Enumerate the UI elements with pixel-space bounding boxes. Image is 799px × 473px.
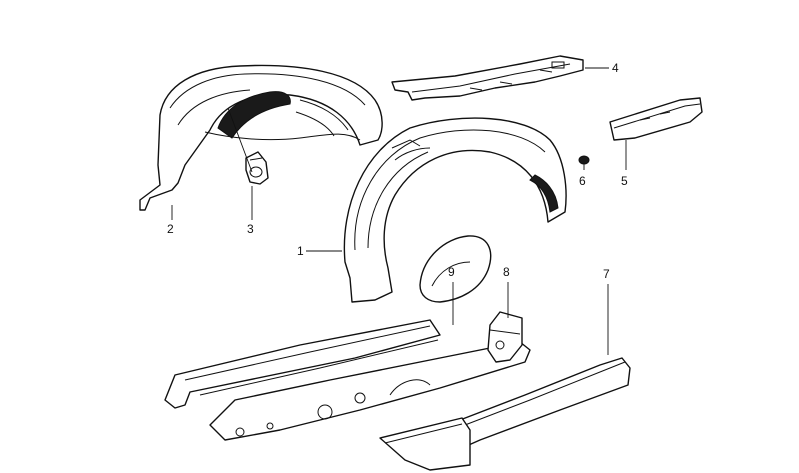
callout-1: 1 [297, 244, 304, 258]
callout-6: 6 [579, 174, 586, 188]
callout-2: 2 [167, 222, 174, 236]
leader-3 [227, 107, 253, 220]
callout-9: 9 [448, 265, 455, 279]
callout-5: 5 [621, 174, 628, 188]
callout-4: 4 [612, 61, 619, 75]
callout-7: 7 [603, 267, 610, 281]
rocker-panel-inner-part [164, 319, 441, 409]
leader-lines [171, 67, 627, 355]
callout-8: 8 [503, 265, 510, 279]
floor-frame-part [209, 341, 531, 441]
wheel-arch-outer-part [343, 117, 567, 303]
wheel-housing-panel-part [419, 235, 492, 303]
grommet-part [245, 151, 269, 185]
pillar-bracket-part [487, 311, 523, 363]
clip-part [578, 155, 590, 165]
bracket-part [609, 97, 703, 141]
rocker-panel-outer-part [379, 357, 631, 471]
callout-labels: 1 2 3 4 5 6 7 8 9 [167, 61, 628, 281]
callout-3: 3 [247, 222, 254, 236]
wheel-housing-inner-part [139, 64, 383, 211]
frame-member-part [391, 55, 584, 101]
